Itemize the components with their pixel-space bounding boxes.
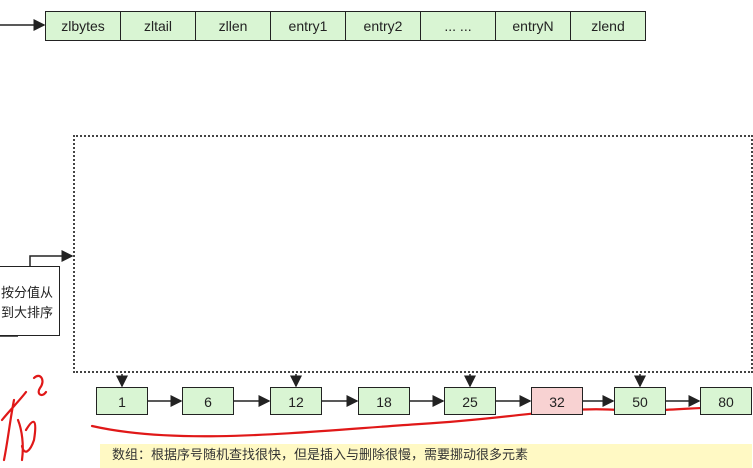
ziplist-cell: zlend — [571, 12, 645, 40]
ziplist-cell: entryN — [496, 12, 571, 40]
sort-note: 按分值从 到大排序 — [0, 266, 60, 336]
drop-arrows — [116, 374, 646, 388]
list-node: 50 — [614, 387, 666, 415]
list-node: 25 — [444, 387, 496, 415]
caption-note: 数组：根据序号随机查找很快，但是插入与删除很慢，需要挪动很多元素 — [100, 444, 752, 468]
skiplist-index-region — [73, 135, 753, 373]
list-node: 6 — [182, 387, 234, 415]
list-node: 18 — [358, 387, 410, 415]
ziplist-cell: entry1 — [271, 12, 346, 40]
note-connector-arrow — [29, 250, 74, 266]
ziplist-cell: zltail — [121, 12, 196, 40]
ziplist-cell: zlbytes — [46, 12, 121, 40]
sort-note-line-2: 到大排序 — [0, 305, 53, 320]
ziplist-cell: zllen — [196, 12, 271, 40]
list-node: 32 — [531, 387, 583, 415]
list-node: 1 — [96, 387, 148, 415]
ziplist-cell: ... ... — [421, 12, 496, 40]
list-node: 80 — [700, 387, 752, 415]
sort-note-line-1: 按分值从 — [0, 285, 53, 300]
ziplist-cell: entry2 — [346, 12, 421, 40]
list-node: 12 — [270, 387, 322, 415]
handwriting-annotation — [0, 374, 48, 462]
